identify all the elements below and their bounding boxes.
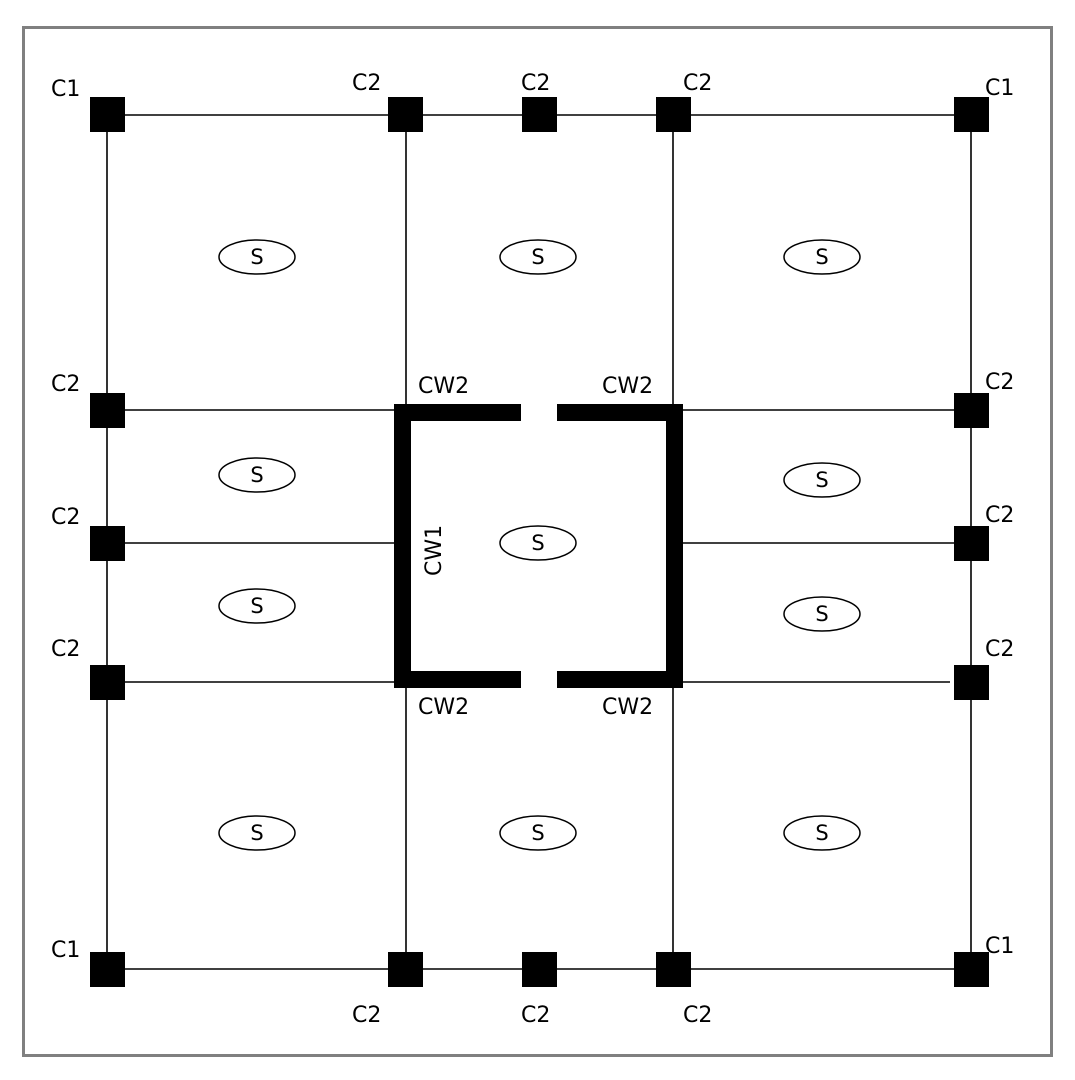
slab-marker-ellipse <box>783 596 861 632</box>
wall-label: CW2 <box>602 695 653 720</box>
column-label: C2 <box>683 71 712 96</box>
slab-label: S <box>250 463 263 487</box>
column-c2-left-3 <box>90 665 125 700</box>
slab-label: S <box>250 821 263 845</box>
core-wall-cw2-bottom-right <box>557 671 683 688</box>
slab-marker-ellipse <box>499 815 577 851</box>
slab-label: S <box>815 468 828 492</box>
column-label: C2 <box>352 1003 381 1028</box>
slab-marker-ellipse <box>218 815 296 851</box>
wall-label: CW2 <box>418 695 469 720</box>
core-wall-right <box>666 404 683 688</box>
slab-marker-ellipse <box>218 239 296 275</box>
wall-label: CW2 <box>602 374 653 399</box>
core-wall-cw1 <box>394 404 411 688</box>
slab-marker-ellipse <box>499 525 577 561</box>
column-c1-bottom-right <box>954 952 989 987</box>
column-c2-bottom-2 <box>522 952 557 987</box>
column-c2-top-3 <box>656 97 691 132</box>
slab-marker-ellipse <box>783 815 861 851</box>
column-label: C2 <box>521 1003 550 1028</box>
column-label: C1 <box>985 76 1014 101</box>
slab-label: S <box>531 531 544 555</box>
slab-label: S <box>815 245 828 269</box>
wall-label-cw1: CW1 <box>422 525 447 576</box>
column-c2-bottom-3 <box>656 952 691 987</box>
slab-label: S <box>531 821 544 845</box>
column-c2-right-2 <box>954 526 989 561</box>
slab-label: S <box>815 602 828 626</box>
diagram-frame <box>22 26 1053 1057</box>
column-label: C2 <box>51 372 80 397</box>
slab-marker-ellipse <box>218 457 296 493</box>
column-label: C2 <box>51 505 80 530</box>
column-label: C2 <box>521 71 550 96</box>
column-c1-top-right <box>954 97 989 132</box>
core-wall-cw2-top-left <box>394 404 521 421</box>
core-wall-cw2-top-right <box>557 404 683 421</box>
wall-label: CW2 <box>418 374 469 399</box>
column-c2-right-1 <box>954 393 989 428</box>
column-c2-bottom-1 <box>388 952 423 987</box>
column-c1-top-left <box>90 97 125 132</box>
column-label: C2 <box>985 370 1014 395</box>
slab-marker-ellipse <box>218 588 296 624</box>
slab-label: S <box>815 821 828 845</box>
column-c2-top-1 <box>388 97 423 132</box>
column-label: C1 <box>985 934 1014 959</box>
column-label: C2 <box>683 1003 712 1028</box>
column-c1-bottom-left <box>90 952 125 987</box>
slab-label: S <box>250 245 263 269</box>
slab-marker-ellipse <box>783 239 861 275</box>
core-wall-cw2-bottom-left <box>394 671 521 688</box>
slab-label: S <box>250 594 263 618</box>
column-label: C2 <box>985 637 1014 662</box>
column-c2-left-1 <box>90 393 125 428</box>
slab-marker-ellipse <box>783 462 861 498</box>
column-label: C2 <box>51 637 80 662</box>
column-label: C2 <box>985 503 1014 528</box>
column-label: C1 <box>51 938 80 963</box>
column-c2-top-2 <box>522 97 557 132</box>
column-label: C2 <box>352 71 381 96</box>
column-c2-left-2 <box>90 526 125 561</box>
slab-marker-ellipse <box>499 239 577 275</box>
column-label: C1 <box>51 77 80 102</box>
slab-label: S <box>531 245 544 269</box>
column-c2-right-3 <box>954 665 989 700</box>
